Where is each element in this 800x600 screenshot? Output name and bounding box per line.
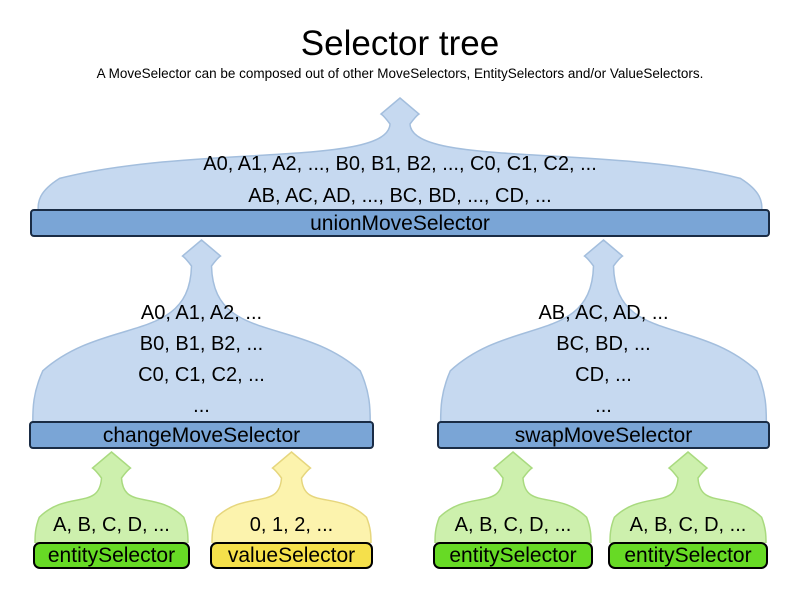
entity-selector-bar-2: entitySelector <box>433 542 593 569</box>
funnel-path <box>439 239 768 422</box>
funnel-path <box>434 451 592 543</box>
entity2-items: A, B, C, D, ... <box>433 512 593 538</box>
union-items-line: AB, AC, AD, ..., BC, BD, ..., CD, ... <box>248 185 552 207</box>
funnel-path <box>211 451 372 543</box>
entity-selector-bar-3: entitySelector <box>608 542 768 569</box>
entity2-items-line: A, B, C, D, ... <box>454 514 572 536</box>
value-items: 0, 1, 2, ... <box>210 512 373 538</box>
value-funnel-arrow-shape <box>211 451 372 543</box>
change-items-line: A0, A1, A2, ... <box>140 302 263 324</box>
swap-funnel-arrow-shape <box>439 239 768 422</box>
union-items: A0, A1, A2, ..., B0, B1, B2, ..., C0, C1… <box>30 148 770 212</box>
change-items: A0, A1, A2, ... B0, B1, B2, ... C0, C1, … <box>29 298 374 422</box>
entity-selector-label-2: entitySelector <box>449 544 577 567</box>
value-selector-label: valueSelector <box>227 544 356 567</box>
funnel-path <box>34 451 189 543</box>
change-items-line: C0, C1, C2, ... <box>138 364 265 386</box>
union-items-line: A0, A1, A2, ..., B0, B1, B2, ..., C0, C1… <box>203 153 597 175</box>
diagram-subtitle: A MoveSelector can be composed out of ot… <box>96 66 704 81</box>
funnel-path <box>32 239 371 422</box>
union-move-selector-label: unionMoveSelector <box>310 211 490 235</box>
value-selector-bar: valueSelector <box>210 542 373 569</box>
funnel-path <box>609 451 767 543</box>
entity3-items-line: A, B, C, D, ... <box>629 514 747 536</box>
union-move-selector-bar: unionMoveSelector <box>30 209 770 237</box>
swap-items-line: AB, AC, AD, ... <box>538 302 669 324</box>
change-items-line: B0, B1, B2, ... <box>139 333 264 355</box>
entity2-funnel-arrow-shape <box>434 451 592 543</box>
value-items-line: 0, 1, 2, ... <box>249 514 334 536</box>
entity3-items: A, B, C, D, ... <box>608 512 768 538</box>
funnel-path <box>37 97 763 210</box>
entity1-funnel-arrow-shape <box>34 451 189 543</box>
entity1-items-line: A, B, C, D, ... <box>53 514 170 536</box>
entity1-items: A, B, C, D, ... <box>33 512 190 538</box>
entity-selector-bar-1: entitySelector <box>33 542 190 569</box>
diagram-title: Selector tree <box>300 24 500 63</box>
swap-items-line: ... <box>595 395 612 417</box>
entity3-funnel-arrow-shape <box>609 451 767 543</box>
swap-move-selector-label: swapMoveSelector <box>514 423 693 447</box>
entity-selector-label-1: entitySelector <box>47 544 176 567</box>
swap-move-selector-bar: swapMoveSelector <box>437 421 770 449</box>
change-funnel-arrow-shape <box>32 239 371 422</box>
entity-selector-label-3: entitySelector <box>624 544 752 567</box>
change-move-selector-bar: changeMoveSelector <box>29 421 374 449</box>
swap-items: AB, AC, AD, ... BC, BD, ... CD, ... ... <box>437 298 770 422</box>
change-items-line: ... <box>193 395 210 417</box>
change-move-selector-label: changeMoveSelector <box>102 423 301 447</box>
union-funnel-arrow-shape <box>37 97 763 210</box>
swap-items-line: BC, BD, ... <box>556 333 651 355</box>
swap-items-line: CD, ... <box>575 364 632 386</box>
